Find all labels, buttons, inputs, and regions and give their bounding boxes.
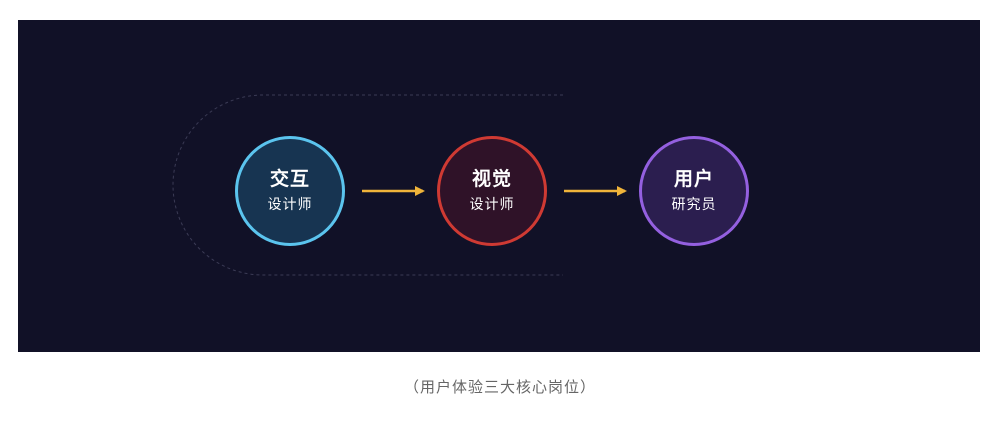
node-subtitle: 设计师: [469, 197, 515, 213]
diagram-caption: （用户体验三大核心岗位）: [403, 378, 596, 396]
diagram-panel: 交互 设计师 视觉 设计师 用户 研究员: [18, 20, 980, 352]
node-subtitle: 研究员: [671, 197, 717, 213]
node-title: 交互: [269, 168, 310, 190]
diagram-svg: [172, 94, 627, 276]
node-user-researcher: 用户 研究员: [639, 136, 749, 246]
node-title: 用户: [673, 168, 714, 190]
dashed-outline: [172, 94, 563, 276]
node-title: 视觉: [471, 168, 512, 190]
node-visual-designer: 视觉 设计师: [437, 136, 547, 246]
node-interaction-designer: 交互 设计师: [235, 136, 345, 246]
node-subtitle: 设计师: [267, 197, 313, 213]
